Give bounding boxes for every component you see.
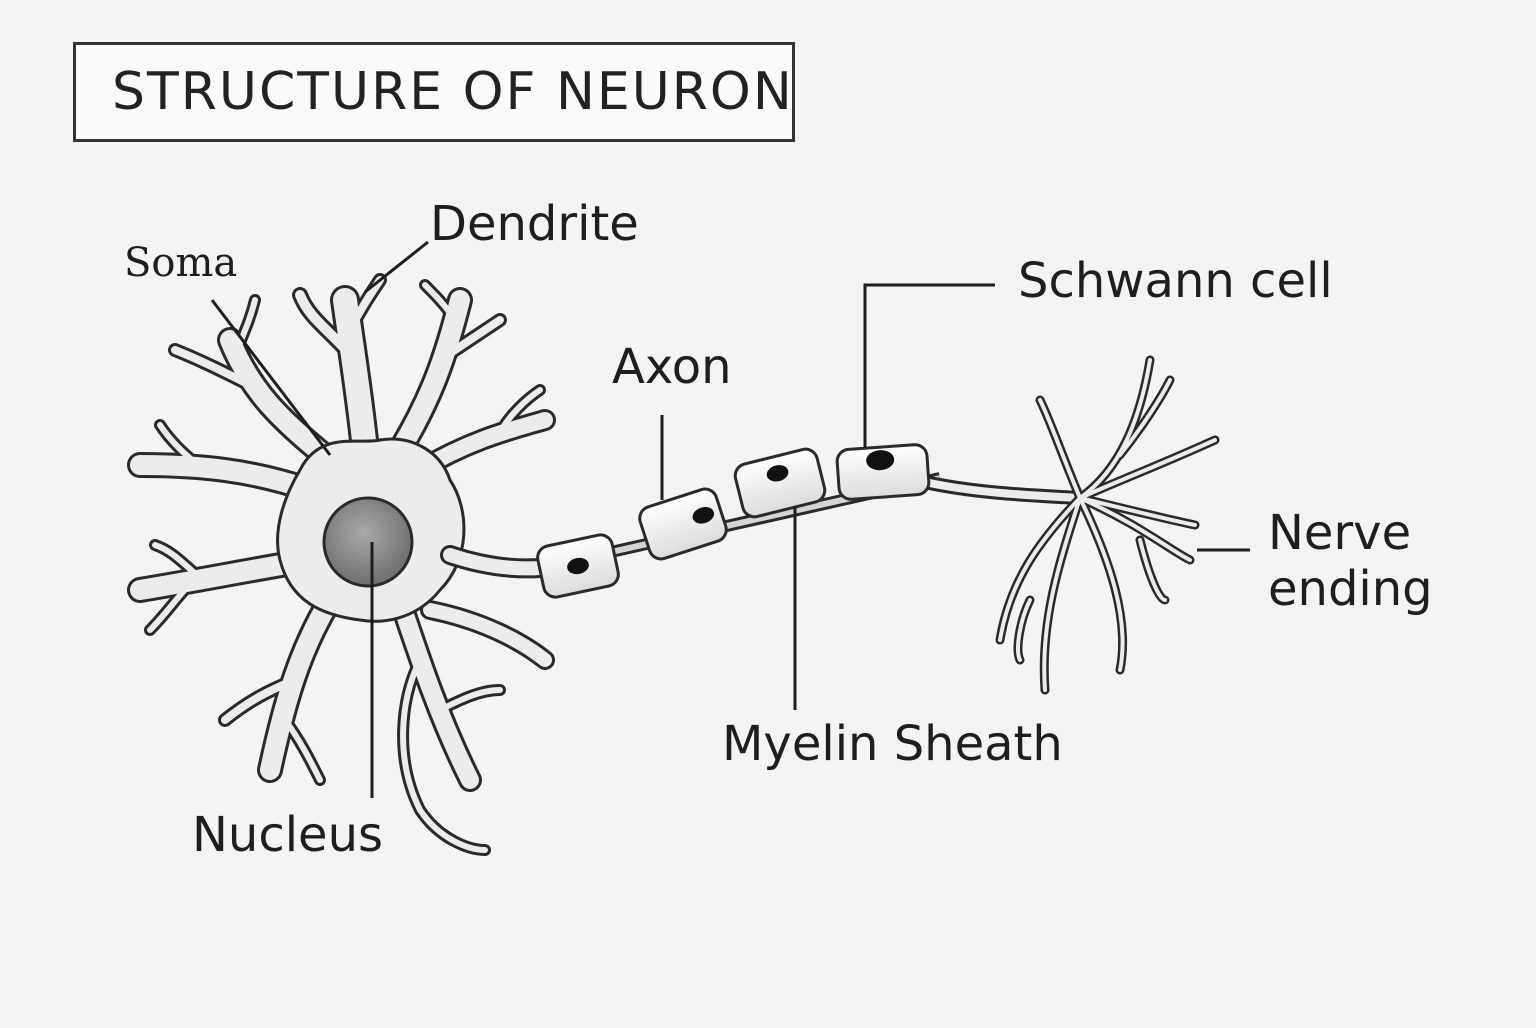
- axon-terminals: [995, 355, 1220, 695]
- title-box: STRUCTURE OF NEURON: [73, 42, 795, 142]
- label-nucleus: Nucleus: [192, 807, 384, 863]
- nucleus-shape: [322, 496, 414, 588]
- myelin-segment: [733, 447, 827, 519]
- label-nerve-ending-line1: Nerve: [1268, 505, 1412, 561]
- dendrites: [127, 273, 556, 856]
- label-nerve-ending-line2: ending: [1268, 561, 1433, 617]
- myelin-segment: [638, 487, 728, 561]
- label-myelin-sheath: Myelin Sheath: [722, 716, 1063, 772]
- label-dendrite: Dendrite: [430, 196, 639, 252]
- label-soma: Soma: [124, 240, 238, 286]
- label-axon: Axon: [612, 339, 732, 395]
- soma-leader: [210, 299, 332, 456]
- label-schwann-cell: Schwann cell: [1018, 253, 1333, 309]
- schwann-cell-segment: [835, 443, 931, 501]
- diagram-title: STRUCTURE OF NEURON: [112, 62, 794, 122]
- schwann-cell-leader: [863, 283, 995, 448]
- dendrite-leader: [364, 240, 429, 294]
- leader-lines: [210, 240, 1250, 798]
- myelin-segment: [536, 533, 620, 599]
